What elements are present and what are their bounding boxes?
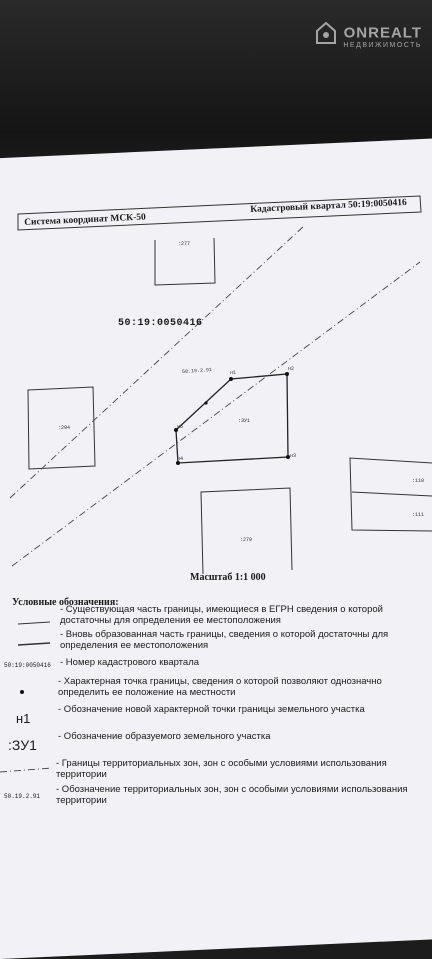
legend-title: Условные обозначения: bbox=[12, 597, 119, 608]
plan-drawing bbox=[0, 195, 432, 773]
point-n4-label: н4 bbox=[177, 456, 184, 462]
legend-zone-symbol: 50.19.2.91 bbox=[4, 793, 41, 800]
point-n1-label: н1 bbox=[230, 370, 237, 376]
legend-zone-label: - Обозначение территориальных зон, зон с… bbox=[56, 784, 408, 806]
point-n2-label: н2 bbox=[288, 366, 295, 372]
watermark-brand: ONREALT bbox=[343, 24, 422, 42]
point-n5-label: н5 bbox=[177, 424, 184, 430]
document-content: Система координат МСК-50 Кадастровый ква… bbox=[0, 195, 432, 806]
legend-quarter-number: - Номер кадастрового квартала bbox=[60, 657, 200, 668]
quarter-number: 50:19:0050416 bbox=[118, 318, 203, 329]
legend-existing-boundary: - Существующая часть границы, имеющиеся … bbox=[60, 604, 383, 626]
neighbor-111-label: :111 bbox=[412, 512, 425, 518]
neighbor-277-label: :277 bbox=[178, 241, 191, 247]
point-n3-label: н3 bbox=[290, 453, 297, 459]
scale-label: Масштаб 1:1 000 bbox=[190, 572, 266, 583]
parcel-zu1-label: :ЗУ1 bbox=[238, 418, 251, 424]
legend-zone-boundary: - Границы территориальных зон, зон с осо… bbox=[56, 758, 387, 780]
watermark-tagline: НЕДВИЖИМОСТЬ bbox=[343, 42, 422, 49]
neighbor-110-label: :110 bbox=[412, 478, 425, 484]
legend-quarter-symbol: 50:19:0050416 bbox=[4, 662, 51, 669]
legend-new-parcel: - Обозначение образуемого земельного уча… bbox=[58, 731, 271, 742]
legend-new-point: - Обозначение новой характерной точки гр… bbox=[58, 704, 365, 715]
neighbor-294-label: :294 bbox=[58, 425, 71, 431]
neighbor-279-label: :279 bbox=[240, 537, 253, 543]
legend-parcel-symbol: :ЗУ1 bbox=[8, 737, 37, 753]
house-logo-icon bbox=[316, 22, 337, 44]
legend-new-boundary: - Вновь образованная часть границы, свед… bbox=[60, 629, 389, 651]
legend-characteristic-point: - Характерная точка границы, сведения о … bbox=[58, 676, 382, 698]
legend-point-symbol: н1 bbox=[16, 711, 31, 726]
watermark: ONREALT НЕДВИЖИМОСТЬ bbox=[316, 22, 422, 49]
